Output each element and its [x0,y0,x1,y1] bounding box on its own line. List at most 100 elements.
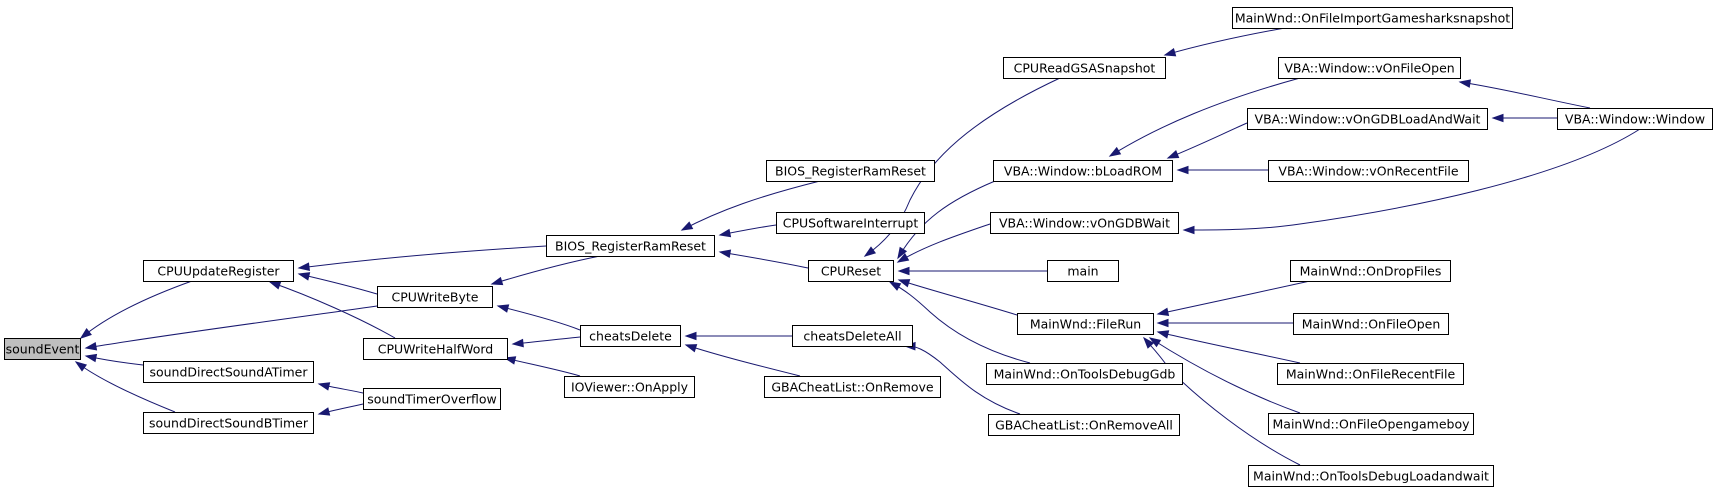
node-label: VBA::Window::vOnRecentFile [1278,164,1458,179]
edge-cheatsdelete-to-cpuwritebyte [496,304,581,331]
edge-line [898,279,1018,316]
node-cpuupdateregister[interactable]: CPUUpdateRegister [143,260,294,282]
edge-cheatsdeleteall-to-cheatsdelete [684,331,792,341]
node-vba-vongdbwait[interactable]: VBA::Window::vOnGDBWait [990,212,1179,234]
node-box[interactable] [1268,160,1469,182]
arrowhead [1491,113,1504,123]
node-box[interactable] [808,260,894,282]
node-mainwnd-onfileopen[interactable]: MainWnd::OnFileOpen [1293,313,1449,335]
node-mainwnd-ondropfiles[interactable]: MainWnd::OnDropFiles [1290,260,1451,282]
node-label: CPUReadGSASnapshot [1014,61,1156,76]
node-box[interactable] [1268,413,1474,435]
node-box[interactable] [776,212,925,234]
node-box[interactable] [1017,313,1154,335]
node-main[interactable]: main [1047,260,1119,282]
node-bios-registerramreset-2[interactable]: BIOS_RegisterRamReset [766,160,935,182]
node-mainwnd-onfilerecentfile[interactable]: MainWnd::OnFileRecentFile [1277,363,1464,385]
node-box[interactable] [1003,57,1166,79]
edge-line [864,77,1061,257]
node-box[interactable] [986,363,1183,385]
node-mainwnd-filerun[interactable]: MainWnd::FileRun [1017,313,1154,335]
node-box[interactable] [764,376,941,398]
node-vba-vongdbloadandwait[interactable]: VBA::Window::vOnGDBLoadAndWait [1247,108,1488,130]
node-cpuwritebyte[interactable]: CPUWriteByte [377,286,493,308]
arrowhead [74,361,88,372]
node-box[interactable] [143,260,294,282]
node-box[interactable] [363,338,508,360]
node-cheatsdeleteall[interactable]: cheatsDeleteAll [792,325,913,347]
node-vba-vonrecentfile[interactable]: VBA::Window::vOnRecentFile [1268,160,1469,182]
edge-line [1157,331,1301,364]
node-soundevent[interactable]: soundEvent [4,338,81,360]
arrowhead [1182,225,1195,235]
node-box[interactable] [990,212,1179,234]
node-box[interactable] [792,325,913,347]
node-box[interactable] [1277,363,1464,385]
edge-line [889,281,1031,364]
edge-cpuwritebyte-to-cpuupdateregister [297,272,378,295]
node-box[interactable] [4,338,81,360]
node-cpusoftwareinterrupt[interactable]: CPUSoftwareInterrupt [776,212,925,234]
arrowhead [897,279,911,288]
node-box[interactable] [1248,465,1494,487]
node-label: CPUSoftwareInterrupt [783,216,919,231]
node-box[interactable] [766,160,935,182]
node-mainwnd-ontoolsdebugloadandwait[interactable]: MainWnd::OnToolsDebugLoadandwait [1248,465,1494,487]
node-cpureset[interactable]: CPUReset [808,260,894,282]
arrowhead [84,353,98,363]
node-label: BIOS_RegisterRamReset [775,164,926,179]
node-vba-vonfileopen[interactable]: VBA::Window::vOnFileOpen [1278,57,1461,79]
node-label: CPUReset [821,264,881,279]
node-mainwnd-ontoolsdebuggdb[interactable]: MainWnd::OnToolsDebugGdb [986,363,1183,385]
node-mainwnd-onfileopengameboy[interactable]: MainWnd::OnFileOpengameboy [1268,413,1474,435]
node-box[interactable] [1290,260,1451,282]
arrowhead [1143,336,1155,349]
arrowhead [897,266,910,276]
node-label: VBA::Window::vOnGDBLoadAndWait [1255,112,1481,127]
node-vba-window[interactable]: VBA::Window::Window [1557,108,1713,130]
node-cheatsdelete[interactable]: cheatsDelete [580,325,681,347]
node-box[interactable] [988,414,1180,436]
node-box[interactable] [993,160,1173,182]
node-gbacheatlist-onremoveall[interactable]: GBACheatList::OnRemoveAll [988,414,1180,436]
node-sounddirectsoundbtimer[interactable]: soundDirectSoundBTimer [143,412,314,434]
edge-mainwnd-ondropfiles-to-mainwnd-filerun [1156,280,1311,316]
edge-vba-vongdbwait-to-cpureset [896,223,991,263]
node-mainwnd-onfileimportgamesharksnapshot[interactable]: MainWnd::OnFileImportGamesharksnapshot [1232,7,1513,29]
edge-gbacheatlist-onremove-to-cheatsdelete [684,344,801,377]
node-sounddirectsoundatimer[interactable]: soundDirectSoundATimer [143,361,314,383]
node-box[interactable] [1232,7,1513,29]
node-box[interactable] [1293,313,1449,335]
edge-vba-window-to-vba-vongdbwait [1182,128,1641,235]
edge-mainwnd-onfileimportgamesharksnapshot-to-cpureadgsasnapshot [1163,27,1286,57]
node-box[interactable] [580,325,681,347]
node-box[interactable] [143,361,314,383]
node-soundtimeroverflow[interactable]: soundTimerOverflow [363,388,501,410]
node-bios-registerramreset-1[interactable]: BIOS_RegisterRamReset [546,235,715,257]
node-box[interactable] [1247,108,1488,130]
edges-layer [74,27,1641,466]
node-box[interactable] [363,388,501,410]
edge-line [1157,280,1311,315]
node-ioviewer-onapply[interactable]: IOViewer::OnApply [564,376,695,398]
node-box[interactable] [1557,108,1713,130]
node-cpureadgsasnapshot[interactable]: CPUReadGSASnapshot [1003,57,1166,79]
node-label: MainWnd::OnToolsDebugLoadandwait [1253,469,1489,484]
node-box[interactable] [143,412,314,434]
node-label: MainWnd::OnDropFiles [1300,264,1442,279]
edge-mainwnd-onfileopen-to-mainwnd-filerun [1156,318,1293,328]
node-box[interactable] [564,376,695,398]
edge-vba-vonfileopen-to-vba-bloadrom [1108,77,1301,157]
node-box[interactable] [1278,57,1461,79]
node-vba-bloadrom[interactable]: VBA::Window::bLoadROM [993,160,1173,182]
node-cpuwritehalfword[interactable]: CPUWriteHalfWord [363,338,508,360]
node-box[interactable] [377,286,493,308]
edge-mainwnd-ontoolsdebuggdb-to-cpureset [888,281,1031,364]
edge-line [681,180,821,231]
node-box[interactable] [546,235,715,257]
node-box[interactable] [1047,260,1119,282]
edge-mainwnd-onfileopengameboy-to-mainwnd-filerun [1148,337,1301,414]
node-gbacheatlist-onremove[interactable]: GBACheatList::OnRemove [764,376,941,398]
edge-sounddirectsoundbtimer-to-soundevent [74,361,176,413]
